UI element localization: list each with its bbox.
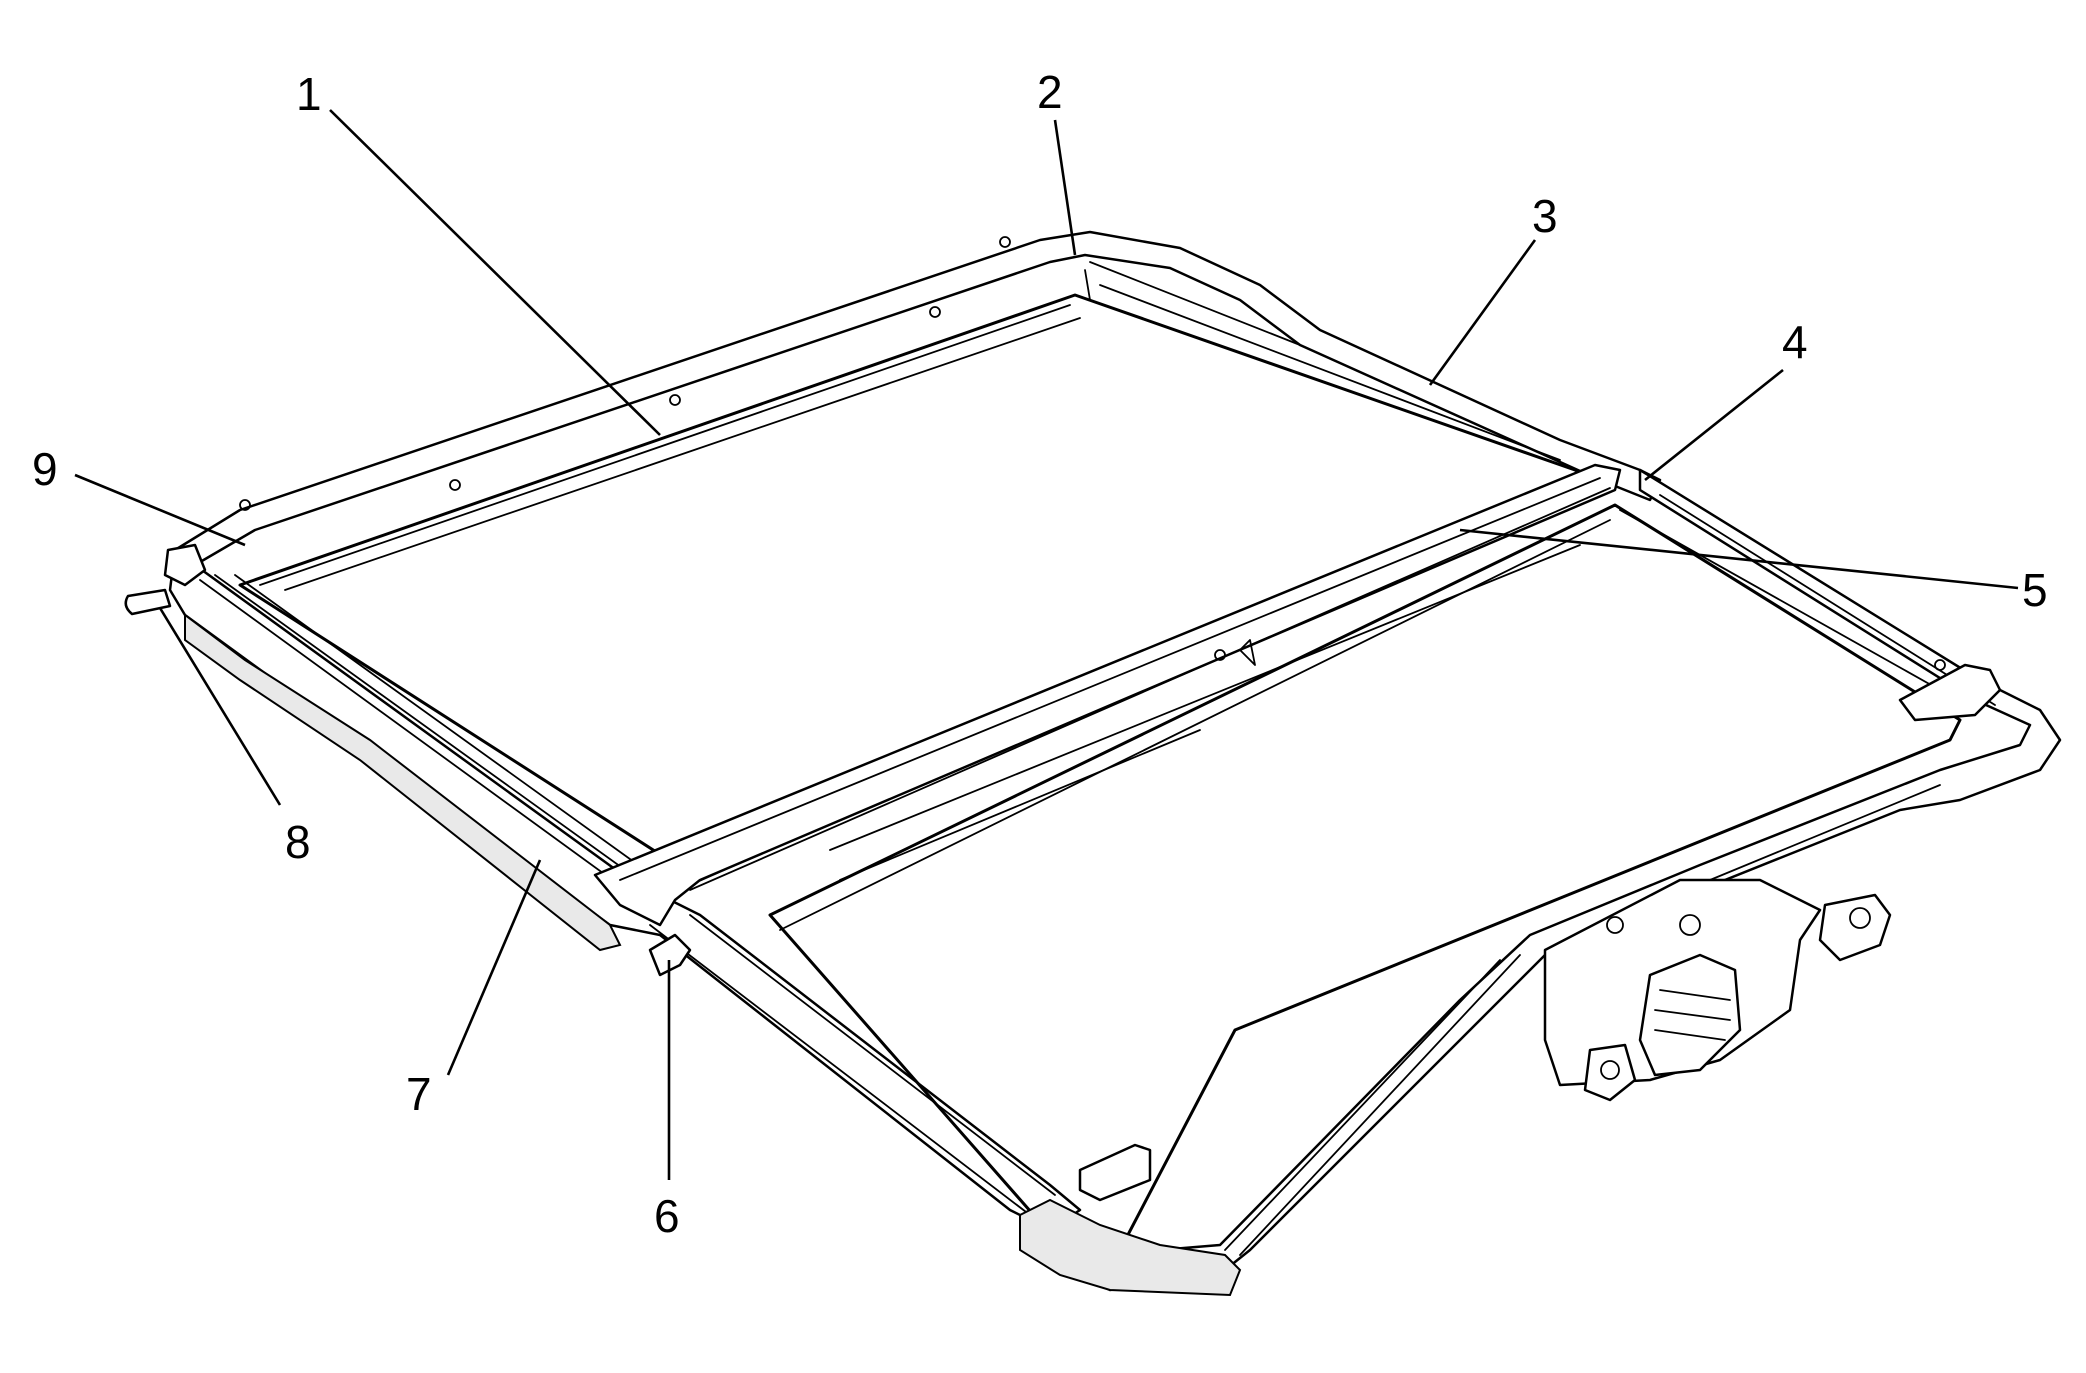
rear-drain-tube bbox=[124, 588, 172, 616]
leader-lines bbox=[74, 109, 2019, 1180]
sunroof-frame-drawing bbox=[124, 230, 2062, 1297]
left-rail-skirt bbox=[184, 613, 622, 952]
leader-8 bbox=[158, 607, 282, 806]
callout-labels: 1 2 3 4 5 6 7 8 9 bbox=[32, 66, 2048, 1242]
leader-5 bbox=[1459, 528, 2019, 590]
rear-right-guide-block bbox=[1898, 663, 2002, 722]
leader-4 bbox=[1644, 368, 1784, 482]
drive-motor-assembly bbox=[1543, 878, 1892, 1102]
callout-4: 4 bbox=[1782, 316, 1808, 368]
callout-2: 2 bbox=[1037, 66, 1063, 118]
front-guide-block bbox=[1078, 1143, 1152, 1202]
rear-outer-rail bbox=[173, 230, 1662, 567]
callout-1: 1 bbox=[296, 68, 322, 120]
leader-9 bbox=[74, 473, 246, 547]
leader-1 bbox=[329, 109, 661, 436]
front-corner-bracket bbox=[1019, 1198, 1242, 1297]
callout-5: 5 bbox=[2022, 564, 2048, 616]
callout-8: 8 bbox=[285, 816, 311, 868]
callout-3: 3 bbox=[1532, 190, 1558, 242]
callout-7: 7 bbox=[406, 1068, 432, 1120]
rear-left-corner-bracket bbox=[163, 543, 207, 587]
callout-9: 9 bbox=[32, 443, 58, 495]
leader-2 bbox=[1053, 119, 1077, 256]
leader-3 bbox=[1428, 239, 1537, 386]
center-cross-member bbox=[593, 463, 1622, 927]
right-side-rail bbox=[1058, 468, 2062, 1292]
callout-6: 6 bbox=[654, 1190, 680, 1242]
front-drain-tube bbox=[648, 933, 692, 977]
leader-7 bbox=[446, 859, 542, 1076]
